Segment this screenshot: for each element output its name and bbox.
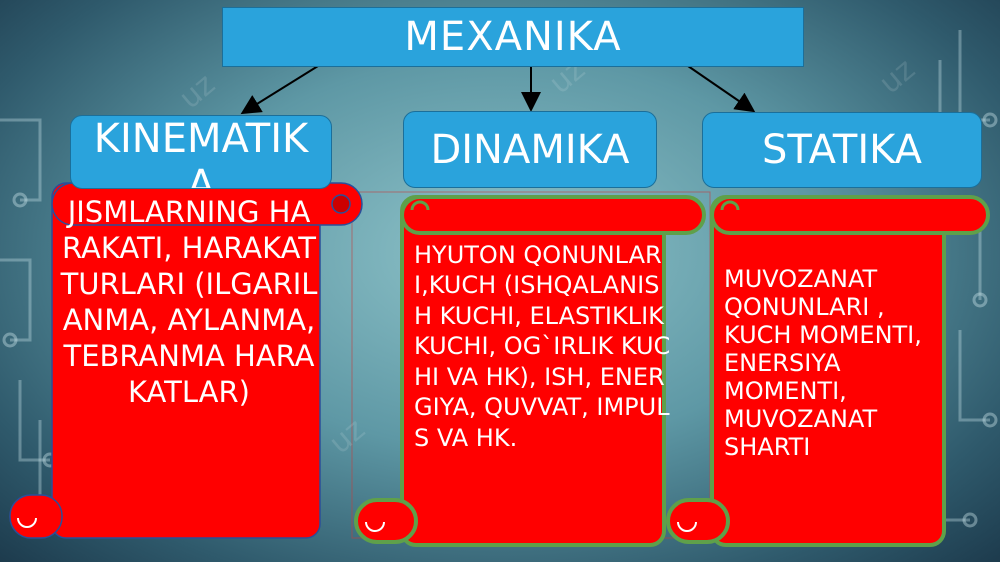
title-text: MEXANIKA [404,14,622,60]
scroll-statika [666,195,990,547]
arrow-statika [687,65,756,113]
scroll-dinamika [354,195,706,547]
category-statika-label: STATIKA [761,127,923,173]
statika-description: MUVOZANAT QONUNLARI , KUCH MOMENTI, ENER… [724,265,922,462]
category-kinematika-label: KINEMATIKA [93,116,309,189]
category-statika: STATIKA [702,112,982,188]
dinamika-description: HYUTON QONUNLARI,KUCH (ISHQALANISH KUCHI… [414,241,671,452]
arrow-kinematika [240,65,319,115]
scroll-kinematika [9,182,363,539]
category-dinamika-label: DINAMIKA [430,126,630,173]
watermark-text-4: uz [323,412,372,461]
category-dinamika: DINAMIKA [403,111,657,188]
watermark-text-1: uz [173,67,222,116]
category-kinematika: KINEMATIKA [70,115,332,189]
title-box: MEXANIKA [222,7,804,67]
kinematika-description: JISMLARNING HARAKATI, HARAKAT TURLARI (I… [60,195,318,409]
watermark-text-3: uz [873,52,922,101]
